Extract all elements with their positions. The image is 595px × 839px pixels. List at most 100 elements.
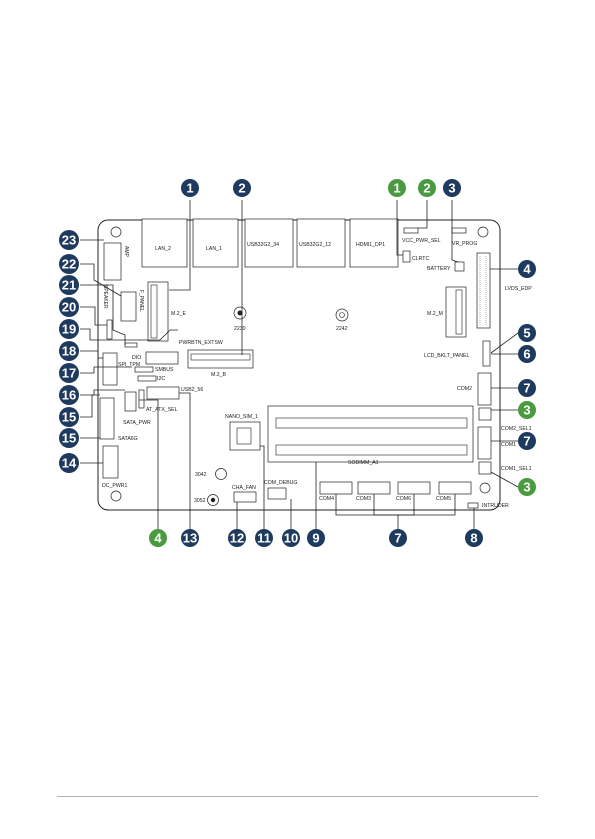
- callout-19: 19: [59, 319, 79, 339]
- m2-b-slot: [187, 349, 254, 369]
- sata6g-label: SATA6G: [118, 436, 138, 442]
- i2c-label: I2C: [157, 376, 165, 382]
- amp-header: [103, 242, 122, 281]
- callout-14: 14: [59, 453, 79, 473]
- nano-sim-slot: [229, 421, 261, 451]
- svg-text:4: 4: [154, 531, 162, 546]
- vr-prog-jumper: [451, 227, 467, 234]
- callout-18: 18: [59, 341, 79, 361]
- svg-text:15: 15: [62, 410, 76, 425]
- com-debug-header: [267, 487, 287, 500]
- battery-label: BATTERY: [427, 266, 451, 272]
- callout-11: 11: [255, 529, 273, 547]
- com1-sel-label: COM1_SEL1: [501, 466, 532, 472]
- spi-tpm-label: SPI_TPM: [118, 362, 140, 368]
- dc-pwr-connector: [102, 445, 119, 479]
- amp-label: AMP: [123, 246, 129, 258]
- svg-text:11: 11: [257, 531, 271, 546]
- svg-text:20: 20: [62, 300, 76, 315]
- callout-7-middle: 7: [518, 432, 536, 450]
- callout-green-3-upper: 3: [518, 401, 536, 419]
- com2-sel-label: COM2_SEL1: [501, 426, 532, 432]
- f-panel-label: F_PANEL: [138, 290, 144, 312]
- svg-text:22: 22: [62, 257, 76, 272]
- m2-m-label: M.2_M: [427, 311, 443, 317]
- spi-tpm-header: [102, 352, 118, 386]
- com2-sel-jumper: [478, 407, 492, 421]
- lcd-bklt-panel-header: [482, 340, 491, 367]
- callout-15-upper: 15: [59, 407, 79, 427]
- com3-label: COM3: [356, 496, 371, 502]
- callout-7-upper: 7: [518, 379, 536, 397]
- svg-text:23: 23: [62, 233, 76, 248]
- sodimm-slot: [267, 405, 474, 463]
- dc-pwr-label: DC_PWR1: [102, 483, 127, 489]
- callout-20: 20: [59, 297, 79, 317]
- svg-text:8: 8: [470, 531, 477, 546]
- pwrbtn-extsw-label: PWRBTN_EXTSW: [179, 340, 223, 346]
- callout-13: 13: [181, 529, 199, 547]
- com1-header: [477, 426, 492, 460]
- cha-fan-header: [233, 491, 257, 503]
- callout-17: 17: [59, 363, 79, 383]
- usb34-port: [244, 218, 294, 268]
- callout-7-bottom: 7: [389, 529, 407, 547]
- svg-text:12: 12: [230, 531, 244, 546]
- callout-3-top: 3: [443, 179, 461, 197]
- svg-text:19: 19: [62, 322, 76, 337]
- i2c-header: [137, 375, 157, 382]
- nano-sim-label: NANO_SIM_1: [225, 414, 258, 420]
- hole-3052-label: 3052: [194, 498, 206, 504]
- callout-21: 21: [59, 275, 79, 295]
- vcc-pwr-sel-label: VCC_PWR_SEL: [402, 238, 441, 244]
- at-atx-sel-label: AT_ATX_SEL: [146, 407, 178, 413]
- svg-text:5: 5: [523, 326, 530, 341]
- speaker-label: SPEAKER: [102, 285, 108, 309]
- callout-green-4: 4: [149, 529, 167, 547]
- com-debug-label: COM_DEBUG: [264, 480, 297, 486]
- callout-green-3-lower: 3: [518, 478, 536, 496]
- footer-rule: [57, 796, 538, 797]
- svg-text:17: 17: [62, 366, 76, 381]
- usb34-label: USB32G2_34: [247, 242, 279, 248]
- callout-15-lower: 15: [59, 428, 79, 448]
- intruder-jumper: [467, 502, 479, 509]
- com6-header: [397, 481, 431, 495]
- com4-label: COM4: [319, 496, 334, 502]
- lan1-port: [192, 218, 239, 268]
- hole-2242-top: [335, 308, 349, 322]
- com5-label: COM5: [436, 496, 451, 502]
- com6-label: COM6: [396, 496, 411, 502]
- svg-text:1: 1: [393, 181, 400, 196]
- usb56-label: USB2_56: [181, 387, 203, 393]
- com4-header: [319, 481, 353, 495]
- pwrbtn-extsw-header: [124, 342, 138, 348]
- svg-text:15: 15: [62, 431, 76, 446]
- com3-header: [357, 481, 391, 495]
- at-atx-sel-jumper: [138, 389, 145, 409]
- svg-text:9: 9: [312, 531, 319, 546]
- svg-text:6: 6: [523, 347, 530, 362]
- svg-text:13: 13: [183, 531, 197, 546]
- hole-3042: [215, 468, 227, 480]
- callout-green-2: 2: [418, 179, 436, 197]
- callout-5: 5: [518, 324, 536, 342]
- callout-16: 16: [59, 385, 79, 405]
- com2-header: [477, 372, 492, 406]
- svg-text:3: 3: [523, 403, 530, 418]
- sata-pwr-label: SATA_PWR: [123, 420, 151, 426]
- svg-text:2: 2: [238, 181, 245, 196]
- hole-2242-label: 2242: [336, 326, 348, 332]
- callout-2-top: 2: [233, 179, 251, 197]
- lvds-edp-label: LVDS_EDP: [505, 286, 532, 292]
- callout-10: 10: [282, 529, 300, 547]
- hdmi-port: [349, 218, 399, 268]
- callout-8: 8: [465, 529, 483, 547]
- svg-text:3: 3: [523, 480, 530, 495]
- callout-9: 9: [307, 529, 325, 547]
- lvds-edp-connector: [476, 252, 491, 329]
- sata6g-connector: [99, 397, 115, 440]
- battery-connector: [454, 261, 465, 272]
- svg-text:10: 10: [284, 531, 298, 546]
